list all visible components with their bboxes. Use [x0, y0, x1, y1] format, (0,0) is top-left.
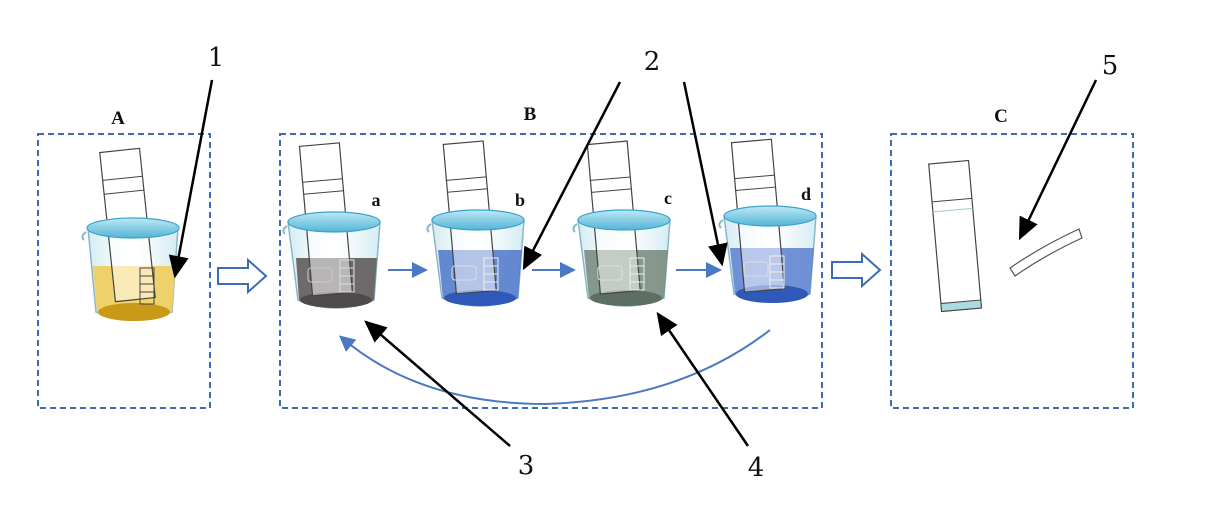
- callout-pointer-2a: [522, 81, 622, 271]
- panel-a-label: A: [111, 108, 125, 129]
- callout-pointer-3: [364, 320, 511, 447]
- beaker-d-label: d: [801, 184, 811, 204]
- panel-a-frame: [37, 133, 211, 409]
- hollow-arrow-b-to-c: [831, 251, 882, 289]
- beaker-c-label: c: [664, 188, 672, 208]
- callout-1: 1: [208, 43, 225, 73]
- callout-pointer-4: [656, 311, 750, 447]
- callout-2: 2: [644, 47, 661, 77]
- hollow-arrow-a-to-b: [217, 257, 268, 295]
- dried-slide: [928, 159, 983, 313]
- stained-strip: [1009, 228, 1083, 277]
- panel-c-frame: [890, 133, 1134, 409]
- beaker-b: [426, 140, 525, 307]
- panel-b-frame: [279, 133, 823, 409]
- callout-4: 4: [748, 453, 765, 483]
- panel-b-label: B: [524, 104, 537, 125]
- beaker-a: [282, 142, 381, 309]
- callout-5: 5: [1102, 51, 1119, 81]
- stain-beaker: [81, 147, 180, 321]
- callout-pointer-1: [168, 79, 214, 279]
- callout-pointer-5: [1018, 79, 1098, 241]
- callout-pointer-2b: [682, 81, 728, 267]
- beaker-c: [572, 140, 671, 307]
- callout-3: 3: [518, 451, 535, 481]
- beaker-a-label: a: [372, 190, 381, 210]
- beaker-b-label: b: [515, 190, 525, 210]
- beaker-d: [718, 138, 817, 303]
- panel-c-label: C: [994, 106, 1008, 127]
- return-arrow-d-to-a: [338, 329, 771, 406]
